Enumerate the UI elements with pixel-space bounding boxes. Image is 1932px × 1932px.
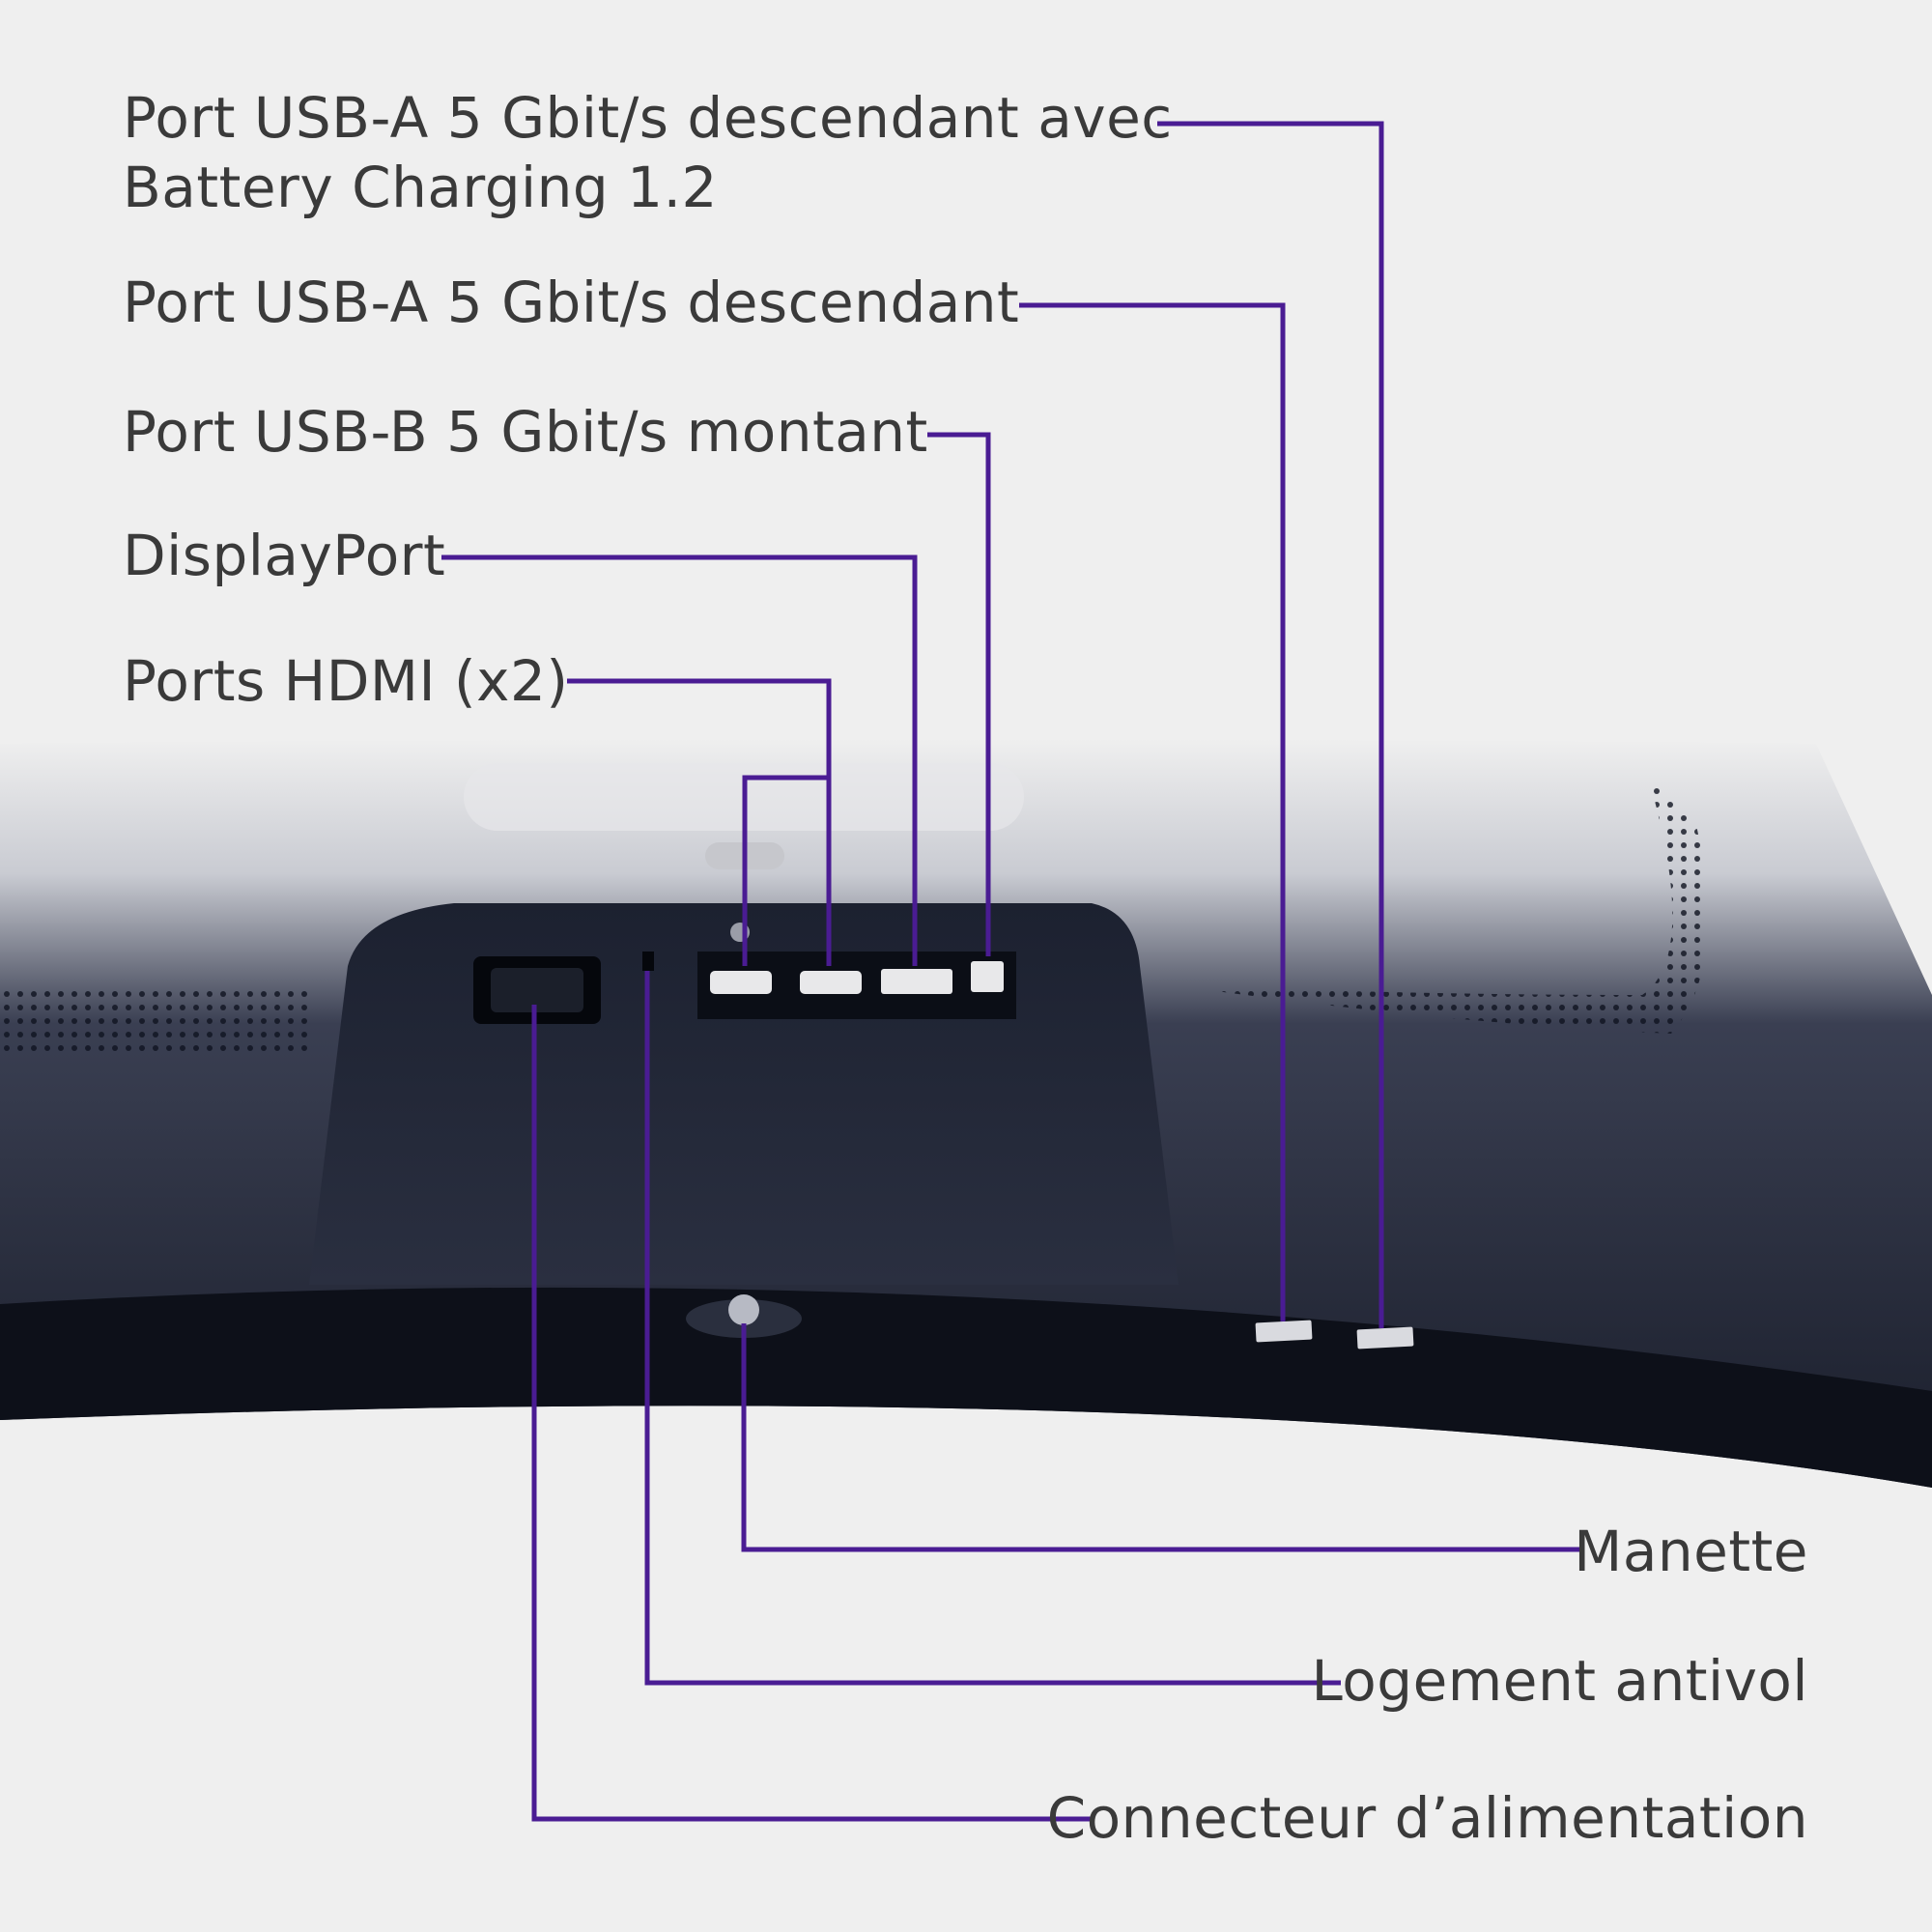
hdmi-port-2 [800,971,862,994]
usb-b-label: Port USB-B 5 Gbit/s montant [123,399,928,465]
hdmi-leader-branch [742,775,829,966]
usb-b-port [971,961,1004,992]
usb-b-leader-line [927,432,991,956]
usb-a-port-bottom [1255,1320,1313,1343]
monitor-bottom-edge [0,1287,1932,1488]
usb-a-label: Port USB-A 5 Gbit/s descendant [123,270,1020,335]
hdmi-port-1 [710,971,772,994]
lock-slot [642,952,654,971]
joystick [728,1294,759,1325]
usb-a-leader-line [1019,302,1286,1321]
usb-a-bc-label-line1: Port USB-A 5 Gbit/s descendant avec [123,85,1173,151]
joystick-leader-line [741,1323,1580,1552]
usb-a-bc-label: Port USB-A 5 Gbit/s descendant avec Batt… [123,83,1173,222]
power-label: Connecteur d’alimentation [1046,1785,1808,1851]
usb-a-bc-port-bottom [1356,1326,1414,1350]
usb-a-bc-label-line2: Battery Charging 1.2 [123,155,718,220]
hdmi-label: Ports HDMI (x2) [123,648,569,714]
lock-slot-label: Logement antivol [1311,1648,1808,1714]
usb-a-bc-leader-line [1157,121,1384,1328]
power-connector-inner [491,968,583,1012]
right-speaker-grill [1174,773,1708,1034]
displayport-label: DisplayPort [123,523,446,588]
lock-slot-leader-line [644,971,1341,1686]
joystick-label: Manette [1574,1519,1808,1584]
power-leader-line [531,1005,1092,1822]
left-speaker-grill [0,985,314,1053]
hdmi-leader-line [567,678,832,966]
displayport-leader-line [441,554,918,966]
displayport-port [881,969,952,994]
